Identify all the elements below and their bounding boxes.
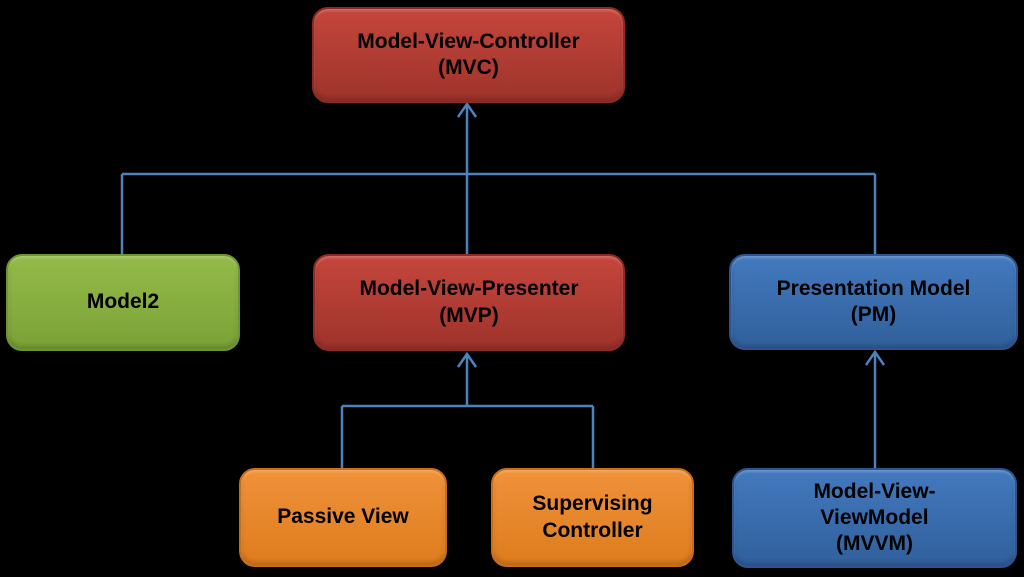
arrowhead-into-mvp-icon [456,351,478,368]
arrowhead-into-mvc-icon [456,101,478,118]
node-supervising-controller: Supervising Controller [491,468,694,567]
node-pm: Presentation Model (PM) [729,254,1018,350]
node-supervising-controller-label: Supervising Controller [532,492,653,542]
node-mvvm: Model-View- ViewModel (MVVM) [732,468,1017,568]
node-model2-label: Model2 [86,290,160,314]
node-passive-view: Passive View [239,468,447,567]
node-model2: Model2 [6,254,240,351]
node-mvc-label: Model-View-Controller (MVC) [357,29,580,79]
arrowhead-into-pm-icon [864,349,886,366]
node-mvvm-label: Model-View- ViewModel (MVVM) [813,479,936,556]
node-mvp-label: Model-View-Presenter (MVP) [359,277,579,327]
node-mvp: Model-View-Presenter (MVP) [313,254,625,351]
node-passive-view-label: Passive View [277,505,409,529]
node-pm-label: Presentation Model (PM) [776,276,971,326]
node-mvc: Model-View-Controller (MVC) [312,7,625,103]
